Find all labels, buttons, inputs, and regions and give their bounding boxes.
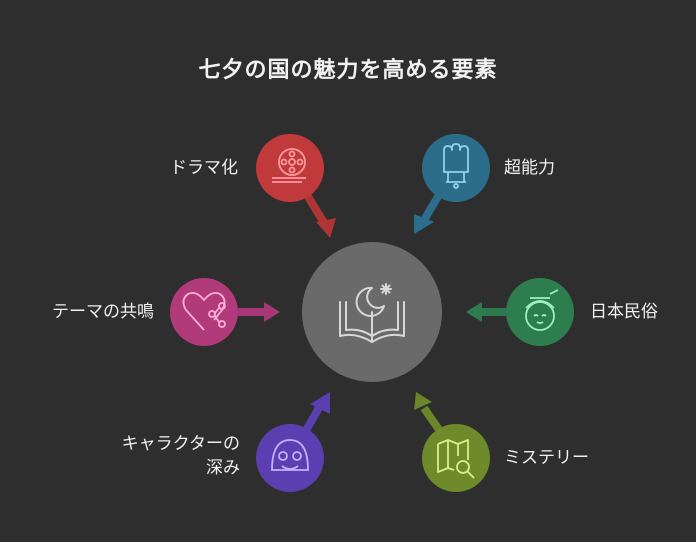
arrow-head-mystery bbox=[414, 392, 432, 410]
geisha-icon bbox=[525, 289, 559, 331]
arrow-head-power bbox=[414, 214, 434, 234]
node-drama bbox=[256, 134, 324, 202]
moon-book-icon bbox=[339, 283, 405, 343]
center-node bbox=[302, 242, 442, 382]
node-theme bbox=[170, 278, 238, 346]
arrow-head-character bbox=[310, 392, 330, 414]
label-mystery: ミステリー bbox=[504, 448, 589, 468]
character-face-icon bbox=[271, 439, 309, 471]
label-power: 超能力 bbox=[504, 158, 555, 178]
diagram-title: 七夕の国の魅力を高める要素 bbox=[198, 58, 498, 83]
film-reel-icon bbox=[272, 148, 306, 183]
node-mystery bbox=[422, 424, 490, 492]
arrow-head-folklore bbox=[466, 302, 482, 322]
label-character: キャラクターの 深み bbox=[90, 432, 240, 480]
node-folklore bbox=[506, 278, 574, 346]
node-character bbox=[256, 424, 324, 492]
label-character-line2: 深み bbox=[206, 458, 240, 478]
label-drama: ドラマ化 bbox=[170, 158, 238, 178]
heart-share-icon bbox=[182, 291, 226, 331]
label-character-line1: キャラクターの bbox=[121, 434, 240, 454]
map-search-icon bbox=[437, 439, 475, 479]
fist-icon bbox=[443, 143, 469, 189]
node-power bbox=[422, 134, 490, 202]
label-theme: テーマの共鳴 bbox=[52, 302, 154, 322]
label-folklore: 日本民俗 bbox=[590, 302, 658, 322]
arrow-head-theme bbox=[264, 302, 280, 322]
arrow-head-drama bbox=[316, 218, 336, 238]
